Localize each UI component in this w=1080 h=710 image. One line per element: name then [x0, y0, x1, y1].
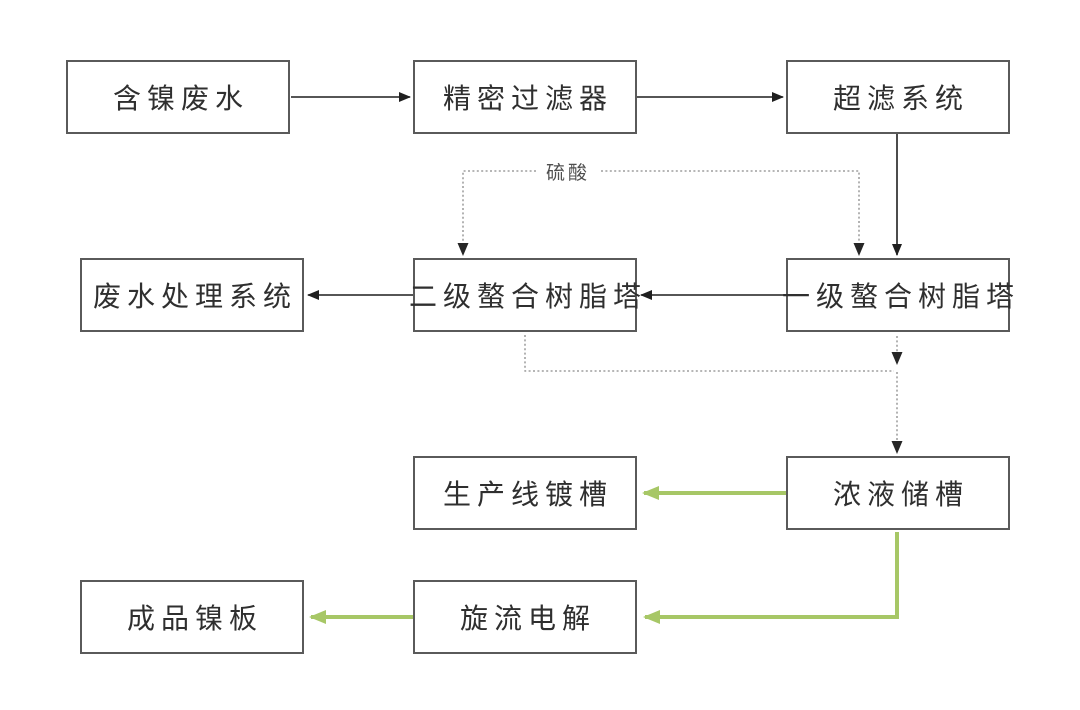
node-wastewater-treatment: 废水处理系统 [80, 258, 304, 332]
node-production-plating-tank: 生产线镀槽 [413, 456, 637, 530]
node-concentrate-storage-tank: 浓液储槽 [786, 456, 1010, 530]
edge-concentrate-tank-to-cyclone-electrolysis [643, 532, 899, 624]
edge-stage2-tower-eluate-join [524, 335, 894, 372]
node-stage1-chelating-tower: 一级螯合树脂塔 [782, 258, 1014, 332]
node-cyclone-electrolysis: 旋流电解 [413, 580, 637, 654]
node-precision-filter: 精密过滤器 [413, 60, 637, 134]
node-nickel-wastewater: 含镍废水 [66, 60, 290, 134]
node-ultrafiltration-system: 超滤系统 [786, 60, 1010, 134]
edge-sulfuric-acid-to-stage2-tower [457, 170, 536, 256]
sulfuric-acid-label: 硫酸 [536, 158, 600, 185]
node-finished-nickel-plate: 成品镍板 [80, 580, 304, 654]
node-stage2-chelating-tower: 二级螯合树脂塔 [409, 258, 641, 332]
edge-sulfuric-acid-to-stage1-tower [601, 170, 865, 256]
